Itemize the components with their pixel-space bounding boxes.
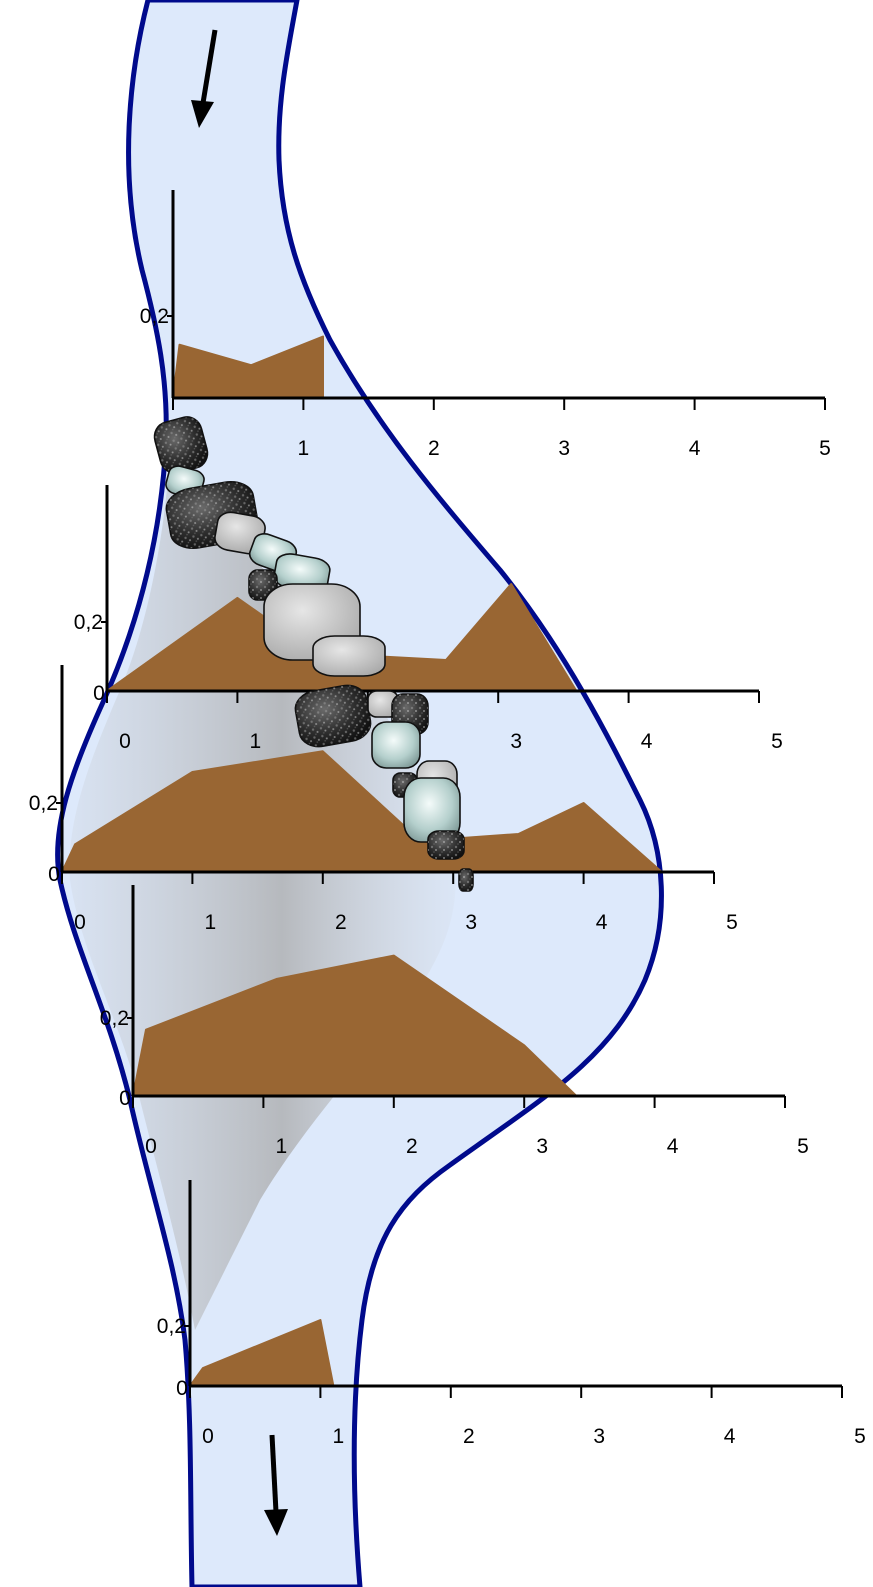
x-tick-label: 3 xyxy=(536,1135,548,1158)
cross-section-3: 0 1 2 3 4 5 0,2 0 xyxy=(29,665,738,934)
x-tick-label: 5 xyxy=(797,1135,809,1158)
x-tick-label: 3 xyxy=(465,911,477,934)
boulder xyxy=(153,416,209,474)
x-tick-label: 0 xyxy=(145,1135,157,1158)
x-tick-label: 2 xyxy=(428,437,440,460)
cross-section-5: 0 1 2 3 4 5 0,2 0 xyxy=(157,1180,866,1448)
x-tick-label: 2 xyxy=(463,1425,475,1448)
x-tick-label: 4 xyxy=(689,437,701,460)
y-zero-label: 0 xyxy=(176,1377,188,1400)
y-tick-label: 0,2 xyxy=(74,611,103,634)
x-tick-label: 4 xyxy=(667,1135,679,1158)
x-tick-label: 5 xyxy=(771,730,783,753)
boulder xyxy=(371,721,421,769)
y-tick-label: 0,2 xyxy=(100,1007,129,1030)
x-tick-label: 0 xyxy=(202,1425,214,1448)
flow-arrow-top-icon xyxy=(191,29,218,128)
boulder xyxy=(427,830,465,860)
x-tick-label: 0 xyxy=(74,911,86,934)
x-tick-label: 0 xyxy=(119,730,131,753)
x-tick-label: 1 xyxy=(205,911,217,934)
boulder xyxy=(294,684,372,748)
x-tick-label: 1 xyxy=(298,437,310,460)
y-tick-label: 0,2 xyxy=(157,1315,186,1338)
cross-section-4: 0 1 2 3 4 5 0,2 0 xyxy=(100,885,809,1158)
x-tick-label: 1 xyxy=(276,1135,288,1158)
x-tick-label: 3 xyxy=(593,1425,605,1448)
x-tick-label: 2 xyxy=(335,911,347,934)
x-tick-label: 5 xyxy=(854,1425,866,1448)
x-tick-label: 5 xyxy=(819,437,831,460)
sediment-shadow xyxy=(69,420,456,1330)
y-zero-label: 0 xyxy=(93,682,105,705)
y-tick-label: 0,2 xyxy=(140,305,169,328)
x-tick-label: 1 xyxy=(333,1425,345,1448)
y-tick-label: 0,2 xyxy=(29,792,58,815)
x-tick-label: 1 xyxy=(250,730,262,753)
x-tick-label: 5 xyxy=(726,911,738,934)
boulder xyxy=(312,635,386,677)
flow-arrow-bottom-icon xyxy=(264,1434,288,1536)
y-zero-label: 0 xyxy=(48,863,60,886)
x-tick-label: 4 xyxy=(724,1425,736,1448)
x-tick-label: 2 xyxy=(406,1135,418,1158)
y-zero-label: 0 xyxy=(119,1087,131,1110)
x-tick-label: 3 xyxy=(510,730,522,753)
boulder xyxy=(458,868,474,892)
x-tick-label: 4 xyxy=(641,730,653,753)
x-tick-label: 4 xyxy=(596,911,608,934)
x-tick-label: 3 xyxy=(558,437,570,460)
